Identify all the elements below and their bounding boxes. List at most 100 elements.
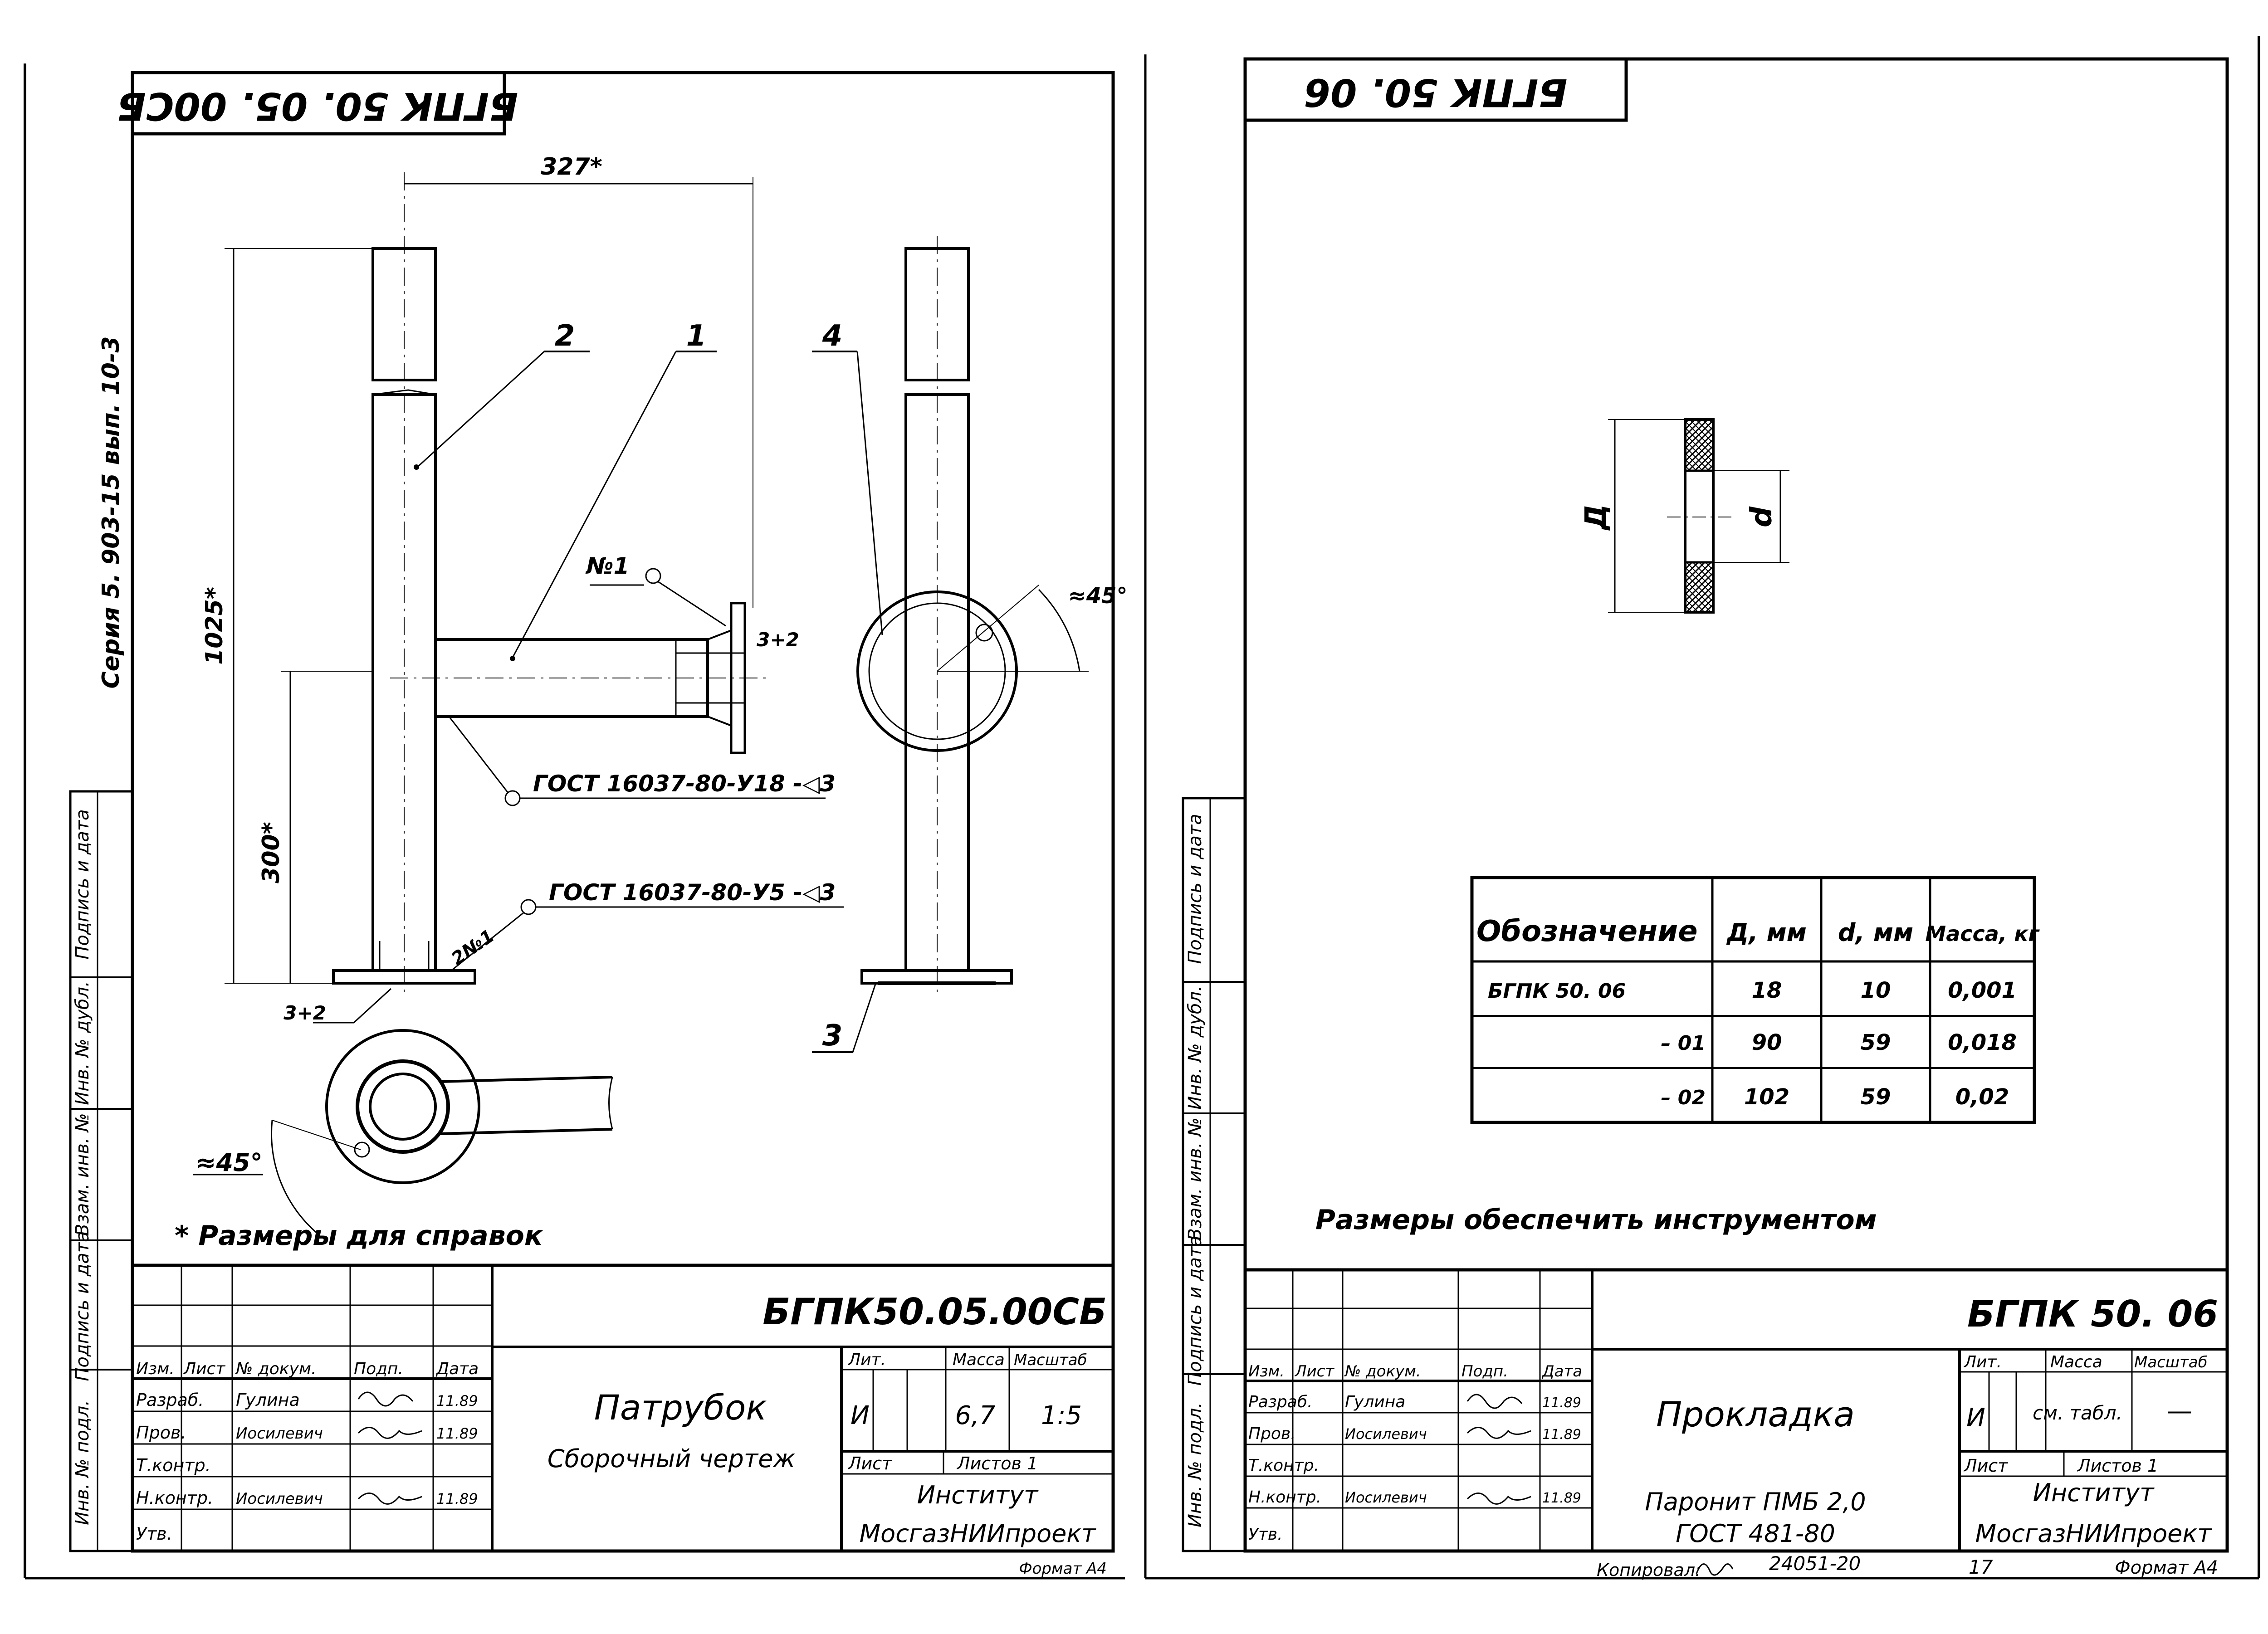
right-tb-sheet-label: Лист [1963,1456,2009,1476]
left-tb-lit: И [850,1401,870,1430]
right-tb-hdr-podp: Подп. [1461,1362,1508,1380]
right-tb-org1: Институт [2033,1478,2155,1507]
right-tb-material2: ГОСТ 481-80 [1676,1519,1835,1548]
gap-label-2: 3+2 [284,1002,326,1024]
dim-327-label: 327* [541,153,602,180]
plan-view: ≈45° [193,1029,613,1234]
right-tb-hdr-list: Лист [1294,1362,1334,1380]
right-tb-org2: МосгазНИИпроект [1975,1519,2212,1548]
right-title-block: Изм. Лист № докум. Подп. Дата Разраб. Гу… [1243,1268,2229,1553]
table-r1-designation: БГПК 50. 06 [1488,980,1626,1003]
left-format: Формат А4 [1019,1560,1107,1578]
weld-line-1: ГОСТ 16037-80-У18 -◁3 [448,716,836,806]
callout-3-label: 3 [822,1019,843,1053]
weld-line-2: ГОСТ 16037-80-У5 -◁3 2№1 [448,879,844,971]
right-stamp-podp2: Подпись и дата [1185,814,1206,964]
dimension-1025: 1025* [201,248,373,984]
left-tb-mass: 6,7 [955,1401,995,1430]
right-tb-role-nkontr: Н.контр. [1248,1488,1321,1507]
table-r1-D: 18 [1752,978,1782,1003]
left-tb-scale: 1:5 [1041,1401,1082,1430]
callout-2: 2 [414,319,590,470]
right-tb-hdr-doc: № докум. [1344,1362,1421,1380]
pipe-side-view: ≈45° 4 3 [812,236,1128,1053]
right-stamp-vzam: Взам. инв. № [1185,1117,1206,1241]
left-tb-date-nkontr: 11.89 [436,1490,478,1507]
right-stamp-podp1: Подпись и дата [1185,1235,1206,1385]
weld-mark-1: №1 [586,553,630,579]
table-r3-mass: 0,02 [1955,1084,2009,1110]
right-tb-role-tkontr: Т.контр. [1248,1456,1319,1475]
right-note: Размеры обеспечить инструментом [1315,1204,1877,1236]
left-tb-name: Патрубок [594,1387,767,1428]
left-stamp-podp1: Подпись и дата [72,1231,93,1381]
weld-mark-top: №1 3+2 [586,553,799,651]
right-tb-date-prov: 11.89 [1542,1427,1581,1443]
right-tb-role-razrab: Разраб. [1248,1393,1312,1411]
left-stamp-inv-podl: Инв. № подл. [72,1400,93,1525]
right-tb-mass-label: Масса [2050,1353,2102,1371]
left-note: * Размеры для справок [175,1220,543,1252]
right-tb-name-razrab: Гулина [1345,1393,1405,1411]
weld-spec-1: ГОСТ 16037-80-У18 -◁3 [533,771,836,797]
left-tb-date-prov: 11.89 [436,1425,478,1442]
right-tb-lit-label: Лит. [1963,1353,2002,1371]
left-tb-lit-label: Лит. [847,1351,886,1369]
left-tb-scale-label: Масштаб [1014,1351,1087,1369]
right-tb-mass: см. табл. [2033,1402,2122,1424]
table-hdr-D: Д, мм [1726,918,1807,947]
gap-bottom: 3+2 [284,988,392,1024]
table-r2-designation: – 01 [1661,1032,1706,1055]
right-tb-code: БГПК 50. 06 [1967,1293,2218,1335]
right-tb-role-utv: Утв. [1248,1525,1283,1544]
dim-300-label: 300* [258,822,285,883]
dim-D-label: Д [1579,504,1613,531]
left-stamp-vzam: Взам. инв. № [72,1113,93,1236]
variants-table: Обозначение Д, мм d, мм Масса, кг БГПК 5… [1470,876,2040,1124]
left-tb-hdr-date: Дата [435,1360,479,1378]
table-r2-mass: 0,018 [1948,1030,2017,1055]
left-stamp-dubl: Инв. № дубл. [72,981,93,1105]
callout-4-label: 4 [822,319,843,353]
right-stamp-inv-podl: Инв. № подл. [1185,1402,1206,1527]
right-tb-material1: Паронит ПМБ 2,0 [1645,1488,1866,1516]
table-hdr-d: d, мм [1838,918,1913,947]
left-tb-sheets-label: Листов 1 [956,1454,1038,1473]
right-tb-lit: И [1966,1403,1985,1433]
right-copied-label: Копировал: [1597,1560,1701,1580]
right-tb-scale-label: Масштаб [2134,1353,2208,1371]
right-tb-hdr-izm: Изм. [1248,1362,1285,1380]
left-title-block: Изм. Лист № докум. Подп. Дата Разраб. Гу… [131,1263,1115,1553]
left-stamp-podp2: Подпись и дата [72,809,93,959]
gap-label-1: 3+2 [757,629,799,651]
angle-label-1: ≈45° [196,1148,262,1177]
left-tb-org1: Институт [917,1481,1039,1509]
right-sheet: БГПК 50. 06 Инв. № подл. Подпись и дата … [1144,36,2260,1580]
callout-1: 1 [510,319,717,661]
left-tb-name-nkontr: Иосилевич [236,1490,323,1508]
right-tb-role-prov: Пров. [1248,1424,1296,1443]
right-doc-number: 24051-20 [1769,1552,1861,1575]
dim-1025-label: 1025* [201,587,228,665]
right-tb-scale: — [2167,1396,2192,1426]
table-hdr-mass: Масса, кг [1925,922,2040,946]
left-tb-org2: МосгазНИИпроект [860,1519,1096,1548]
left-tb-subtitle: Сборочный чертеж [547,1444,796,1473]
table-r3-designation: – 02 [1661,1086,1706,1109]
left-tb-role-prov: Пров. [136,1423,186,1443]
left-tb-mass-label: Масса [953,1351,1005,1369]
dimension-300: 300* [258,671,373,983]
table-r1-d: 10 [1861,978,1891,1003]
angle-label-2: ≈45° [1068,583,1127,609]
left-tb-name-prov: Иосилевич [236,1424,323,1443]
left-tb-role-nkontr: Н.контр. [136,1488,213,1508]
left-tb-date-razrab: 11.89 [436,1392,478,1410]
gasket-drawing: Д d [1579,418,1789,614]
left-tb-sheet-label: Лист [847,1454,893,1473]
series-label: Серия 5. 903-15 вып. 10-3 [98,336,125,688]
table-hdr-designation: Обозначение [1476,915,1697,948]
table-r3-D: 102 [1744,1084,1789,1110]
callout-2-label: 2 [555,319,575,353]
right-stamp-dubl: Инв. № дубл. [1185,985,1206,1110]
right-side-stamp: Инв. № подл. Подпись и дата Взам. инв. №… [1182,797,1246,1552]
